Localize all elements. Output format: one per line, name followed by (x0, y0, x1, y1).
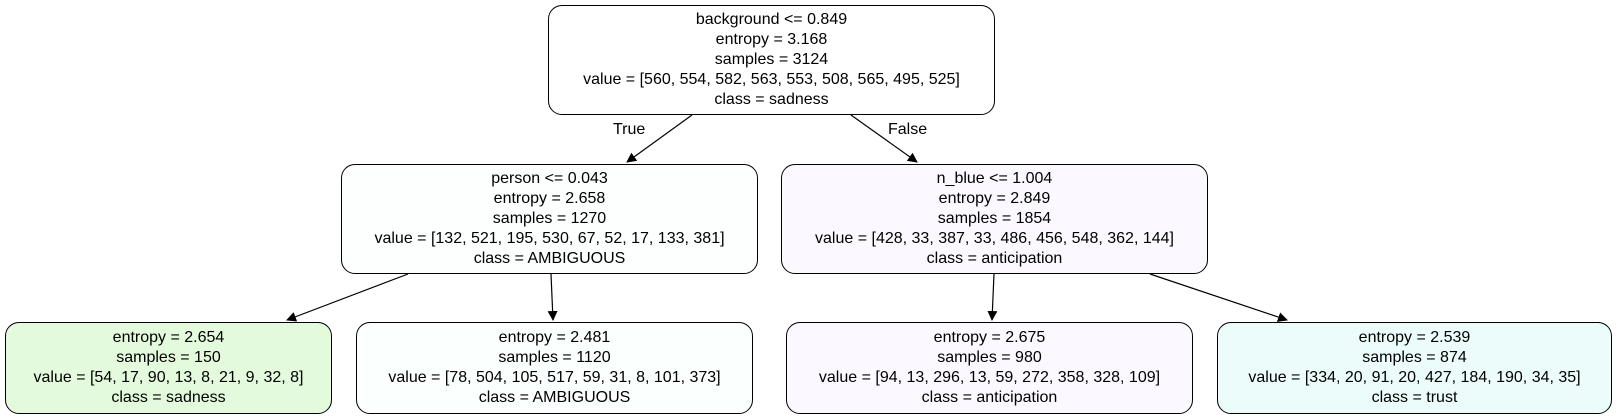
node-line: person <= 0.043 (491, 170, 608, 187)
node-line: class = sadness (714, 91, 829, 108)
edge-label-false: False (888, 121, 928, 138)
node-line: value = [54, 17, 90, 13, 8, 21, 9, 32, 8… (33, 369, 304, 386)
tree-node-root: background <= 0.849 entropy = 3.168 samp… (548, 5, 995, 115)
node-line: value = [132, 521, 195, 530, 67, 52, 17,… (374, 230, 725, 247)
tree-leaf-3: entropy = 2.675 samples = 980 value = [9… (786, 322, 1193, 414)
edge-n1-n4 (547, 273, 558, 321)
tree-leaf-1: entropy = 2.654 samples = 150 value = [5… (5, 322, 332, 414)
node-line: class = trust (1371, 389, 1458, 406)
node-line: samples = 980 (937, 349, 1042, 366)
node-line: class = AMBIGUOUS (478, 389, 631, 406)
node-line: background <= 0.849 (695, 11, 848, 28)
edge-n1-n3 (286, 273, 409, 322)
node-line: entropy = 2.539 (1358, 329, 1471, 346)
node-line: class = anticipation (921, 389, 1058, 406)
node-line: samples = 150 (116, 349, 221, 366)
edge-n2-n5 (987, 273, 998, 321)
node-line: samples = 1270 (492, 210, 607, 227)
node-line: class = anticipation (926, 250, 1063, 267)
tree-node-left: person <= 0.043 entropy = 2.658 samples … (341, 164, 758, 274)
node-line: samples = 1854 (937, 210, 1052, 227)
edge-label-true: True (613, 121, 646, 138)
node-line: class = AMBIGUOUS (473, 250, 626, 267)
tree-leaf-2: entropy = 2.481 samples = 1120 value = [… (356, 322, 753, 414)
node-line: value = [560, 554, 582, 563, 553, 508, 5… (583, 71, 960, 88)
node-line: n_blue <= 1.004 (936, 170, 1053, 187)
tree-node-right: n_blue <= 1.004 entropy = 2.849 samples … (781, 164, 1208, 274)
node-line: samples = 3124 (714, 51, 829, 68)
tree-leaf-4: entropy = 2.539 samples = 874 value = [3… (1217, 322, 1612, 414)
node-line: entropy = 2.658 (493, 190, 606, 207)
node-line: value = [78, 504, 105, 517, 59, 31, 8, 1… (388, 369, 721, 386)
node-line: value = [428, 33, 387, 33, 486, 456, 548… (815, 230, 1174, 247)
node-line: entropy = 2.849 (938, 190, 1051, 207)
node-line: value = [334, 20, 91, 20, 427, 184, 190,… (1248, 369, 1581, 386)
node-line: entropy = 2.481 (498, 329, 611, 346)
node-line: class = sadness (111, 389, 226, 406)
node-line: entropy = 2.675 (933, 329, 1046, 346)
node-line: entropy = 3.168 (715, 31, 828, 48)
edge-n0-n1 (626, 114, 693, 163)
node-line: samples = 874 (1362, 349, 1467, 366)
edge-n0-n2 (850, 114, 918, 163)
node-line: entropy = 2.654 (112, 329, 225, 346)
node-line: samples = 1120 (498, 349, 611, 366)
edge-n2-n6 (1149, 273, 1288, 322)
node-line: value = [94, 13, 296, 13, 59, 272, 358, … (818, 369, 1161, 386)
